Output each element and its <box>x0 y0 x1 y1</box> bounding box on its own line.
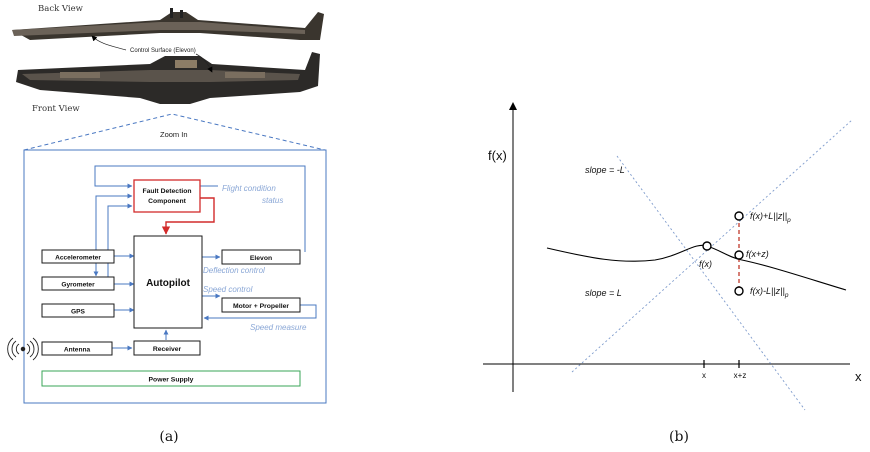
accelerometer-box <box>41 249 115 264</box>
deflection-control-label: Deflection control <box>203 266 265 275</box>
point-fx-label: f(x) <box>699 259 712 269</box>
antenna-box <box>41 341 113 356</box>
receiver-box <box>133 340 201 356</box>
control-surface-label: Control Surface (Elevon) <box>130 48 196 54</box>
flight-condition-label-1: Flight condition <box>222 184 276 193</box>
autopilot-box <box>133 235 203 329</box>
control-surface-arrow-left <box>91 35 127 51</box>
antenna-label: Antenna <box>64 347 91 354</box>
fault-detection-output-wire <box>161 197 215 235</box>
tick-xz-label: x+z <box>734 371 747 380</box>
panel-b: f(x) x slope = -L slope = L f(x) f(x+z) … <box>483 102 862 445</box>
elevon-label: Elevon <box>250 255 272 262</box>
receiver-label: Receiver <box>153 346 182 353</box>
function-curve <box>546 244 847 291</box>
gps-box <box>41 303 115 318</box>
tick-x-label: x <box>702 371 706 380</box>
power-supply-label: Power Supply <box>149 377 194 384</box>
speed-control-label: Speed control <box>203 285 253 294</box>
zoom-in-label: Zoom In <box>160 130 188 139</box>
lower-bound-label: f(x)-L||z||p <box>750 286 789 299</box>
diagram-wires <box>93 165 317 351</box>
upper-bound-label: f(x)+L||z||p <box>750 211 791 224</box>
fault-detection-box <box>133 179 201 213</box>
autopilot-label: Autopilot <box>146 278 191 289</box>
point-lower-bound <box>734 286 744 296</box>
gyrometer-box <box>41 276 115 291</box>
slope-neg-line <box>616 155 806 411</box>
caption-a: (a) <box>159 429 178 445</box>
zoom-in-lines <box>23 113 326 151</box>
slope-pos-label: slope = L <box>585 288 622 298</box>
accelerometer-label: Accelerometer <box>55 255 101 262</box>
motor-propeller-box <box>221 297 301 313</box>
speed-measure-label: Speed measure <box>250 323 307 332</box>
y-axis-label: f(x) <box>488 148 507 163</box>
caption-b: (b) <box>669 429 689 445</box>
gyrometer-label: Gyrometer <box>61 282 95 289</box>
flight-condition-label-2: status <box>262 196 283 205</box>
front-view-label: Front View <box>32 104 80 114</box>
panel-a: Back View Front View Control Surface (El… <box>7 4 327 445</box>
point-fxz <box>734 250 744 260</box>
antenna-signal-icon <box>7 337 39 361</box>
slope-pos-line <box>571 119 853 373</box>
fault-detection-label-1: Fault Detection <box>142 188 191 195</box>
back-view-aircraft-image <box>12 8 324 40</box>
point-upper-bound <box>734 211 744 221</box>
fault-detection-label-2: Component <box>148 198 186 205</box>
elevon-box <box>221 249 301 265</box>
slope-neg-label: slope = -L <box>585 165 625 175</box>
gps-label: GPS <box>71 309 86 316</box>
control-surface-arrow-right <box>195 53 213 73</box>
x-axis-label: x <box>855 369 862 384</box>
back-view-label: Back View <box>38 4 84 14</box>
motor-propeller-label: Motor + Propeller <box>233 303 289 310</box>
point-fx <box>702 241 712 251</box>
power-supply-box <box>41 370 301 387</box>
zoom-box <box>23 149 327 404</box>
point-fxz-label: f(x+z) <box>746 249 769 259</box>
front-view-aircraft-image <box>16 52 320 104</box>
